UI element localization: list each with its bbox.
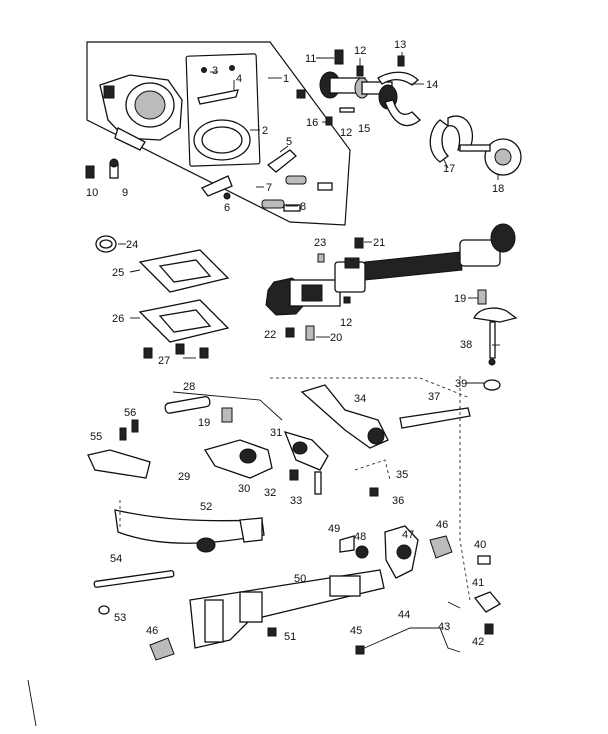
linkage-assembly xyxy=(164,377,471,497)
callout-50: 50 xyxy=(294,573,306,585)
callout-5: 5 xyxy=(286,136,292,148)
callout-44: 44 xyxy=(398,609,410,621)
callout-43: 43 xyxy=(438,621,450,633)
callout-25: 25 xyxy=(112,267,124,279)
callout-30: 30 xyxy=(238,483,250,495)
callout-11: 11 xyxy=(305,53,316,65)
callout-8: 8 xyxy=(300,201,306,213)
callout-48: 48 xyxy=(354,531,366,543)
callout-38: 38 xyxy=(460,339,472,351)
callout-29: 29 xyxy=(178,471,190,483)
callout-14: 14 xyxy=(426,79,438,91)
callout-42: 42 xyxy=(472,636,484,648)
callout-32: 32 xyxy=(264,487,276,499)
callout-35: 35 xyxy=(396,469,408,481)
callout-28: 28 xyxy=(183,381,195,393)
callout-39: 39 xyxy=(455,378,467,390)
callout-21: 21 xyxy=(373,237,385,249)
callout-4: 4 xyxy=(236,73,242,85)
callout-31: 31 xyxy=(270,427,282,439)
cover-plates xyxy=(95,235,230,359)
callout-23: 23 xyxy=(314,237,326,249)
callout-2: 2 xyxy=(262,125,268,137)
callout-55: 55 xyxy=(90,431,102,443)
callout-10: 10 xyxy=(86,187,98,199)
callout-56: 56 xyxy=(124,407,136,419)
callout-13: 13 xyxy=(394,39,406,51)
callout-40: 40 xyxy=(474,539,486,551)
callout-27: 27 xyxy=(158,355,170,367)
callout-53: 53 xyxy=(114,612,126,624)
callout-16: 16 xyxy=(306,117,318,129)
callout-12-top: 12 xyxy=(354,45,366,57)
callout-15: 15 xyxy=(358,123,370,135)
shuttle-housing-assembly xyxy=(85,41,351,226)
callout-1: 1 xyxy=(283,73,289,85)
leader-lines xyxy=(118,52,500,384)
callout-36: 36 xyxy=(392,495,404,507)
callout-7: 7 xyxy=(266,182,272,194)
callout-46-left: 46 xyxy=(146,625,158,637)
callout-46-right: 46 xyxy=(436,519,448,531)
callout-41: 41 xyxy=(472,577,484,589)
callout-19-right: 19 xyxy=(454,293,466,305)
callout-34: 34 xyxy=(354,393,366,405)
callout-9: 9 xyxy=(122,187,128,199)
callout-37: 37 xyxy=(428,391,440,403)
callout-3: 3 xyxy=(212,65,218,77)
callout-20: 20 xyxy=(330,332,342,344)
callout-6: 6 xyxy=(224,202,230,214)
knob-38 xyxy=(473,307,518,391)
callout-47: 47 xyxy=(402,529,414,541)
callout-49: 49 xyxy=(328,523,340,535)
callout-19-mid: 19 xyxy=(198,417,210,429)
callout-18: 18 xyxy=(492,183,504,195)
callout-45: 45 xyxy=(350,625,362,637)
callout-17: 17 xyxy=(443,163,455,175)
callout-12-shaft: 12 xyxy=(340,317,352,329)
callout-33: 33 xyxy=(290,495,302,507)
callout-labels: 1 2 3 4 5 6 7 8 9 10 11 12 12 13 14 15 1… xyxy=(86,39,504,648)
callout-26: 26 xyxy=(112,313,124,325)
callout-52: 52 xyxy=(200,501,212,513)
main-shaft xyxy=(265,223,516,341)
callout-22: 22 xyxy=(264,329,276,341)
hook-assembly xyxy=(296,49,522,176)
callout-24: 24 xyxy=(126,239,138,251)
lower-assembly xyxy=(27,376,501,727)
callout-54: 54 xyxy=(110,553,122,565)
callout-51: 51 xyxy=(284,631,296,643)
callout-12-mid: 12 xyxy=(340,127,352,139)
